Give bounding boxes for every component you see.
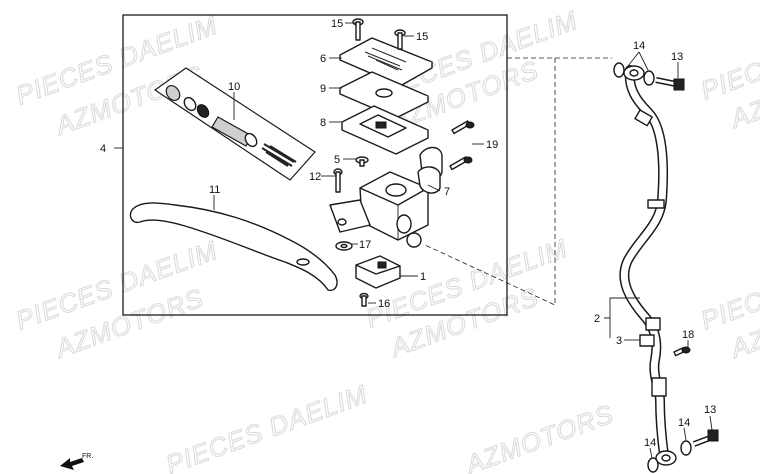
diaphragm-boot xyxy=(375,121,387,129)
screw-16 xyxy=(359,292,369,307)
link-line xyxy=(424,57,556,306)
leader-lines xyxy=(213,22,713,459)
callout-12: 12 xyxy=(309,171,321,183)
bolt-12 xyxy=(333,168,343,193)
banjo-bolt-lower xyxy=(647,429,719,473)
callout-14: 14 xyxy=(678,417,690,429)
callout-13: 13 xyxy=(671,51,683,63)
callout-labels: 15 15 6 9 8 10 11 4 5 12 7 17 1 16 19 14… xyxy=(100,18,716,449)
callout-3: 3 xyxy=(616,335,622,347)
master-cylinder-body xyxy=(329,146,443,248)
callout-16: 16 xyxy=(378,298,390,310)
brake-switch xyxy=(355,255,401,289)
front-indicator: FR. xyxy=(60,453,93,470)
callout-11: 11 xyxy=(209,184,220,196)
callout-2: 2 xyxy=(594,313,600,325)
watermark-text: AZMOTORS xyxy=(460,398,618,474)
callout-15: 15 xyxy=(416,31,428,43)
brake-hose xyxy=(619,65,677,466)
washer-17-hole xyxy=(340,243,348,249)
callout-17: 17 xyxy=(359,239,371,251)
diaphragm-edge xyxy=(341,122,429,155)
callout-6: 6 xyxy=(320,53,326,65)
callout-13: 13 xyxy=(704,404,716,416)
brake-lever xyxy=(129,202,338,292)
callout-14: 14 xyxy=(644,437,656,449)
callout-1: 1 xyxy=(420,271,426,283)
assembly-frame xyxy=(122,14,508,316)
callout-15: 15 xyxy=(331,18,343,30)
watermark-text: PIECES DAELIM xyxy=(697,235,760,336)
callout-4: 4 xyxy=(100,143,106,155)
piston-kit xyxy=(153,67,316,181)
screw-19 xyxy=(449,120,475,171)
callout-8: 8 xyxy=(320,117,326,129)
watermark-text: PIECES DAELIM xyxy=(162,379,372,474)
banjo-bolt-upper xyxy=(613,62,685,91)
screw-15b xyxy=(394,29,406,50)
callout-9: 9 xyxy=(320,83,326,95)
screw-15a xyxy=(352,18,364,41)
hose-clamp xyxy=(639,334,655,347)
callout-19: 19 xyxy=(486,139,498,151)
screw-5 xyxy=(355,156,369,167)
callout-14: 14 xyxy=(633,40,645,52)
callout-10: 10 xyxy=(228,81,240,93)
front-label: FR. xyxy=(82,453,93,460)
watermark-text: PIECES DAELIM xyxy=(697,5,760,106)
lever-pivot-hole xyxy=(296,258,310,266)
callout-5: 5 xyxy=(334,154,340,166)
callout-18: 18 xyxy=(682,329,694,341)
cap-label-lines xyxy=(364,47,407,71)
callout-7: 7 xyxy=(444,186,450,198)
cap-plate-hole xyxy=(375,88,393,98)
front-arrow-icon xyxy=(60,458,84,470)
